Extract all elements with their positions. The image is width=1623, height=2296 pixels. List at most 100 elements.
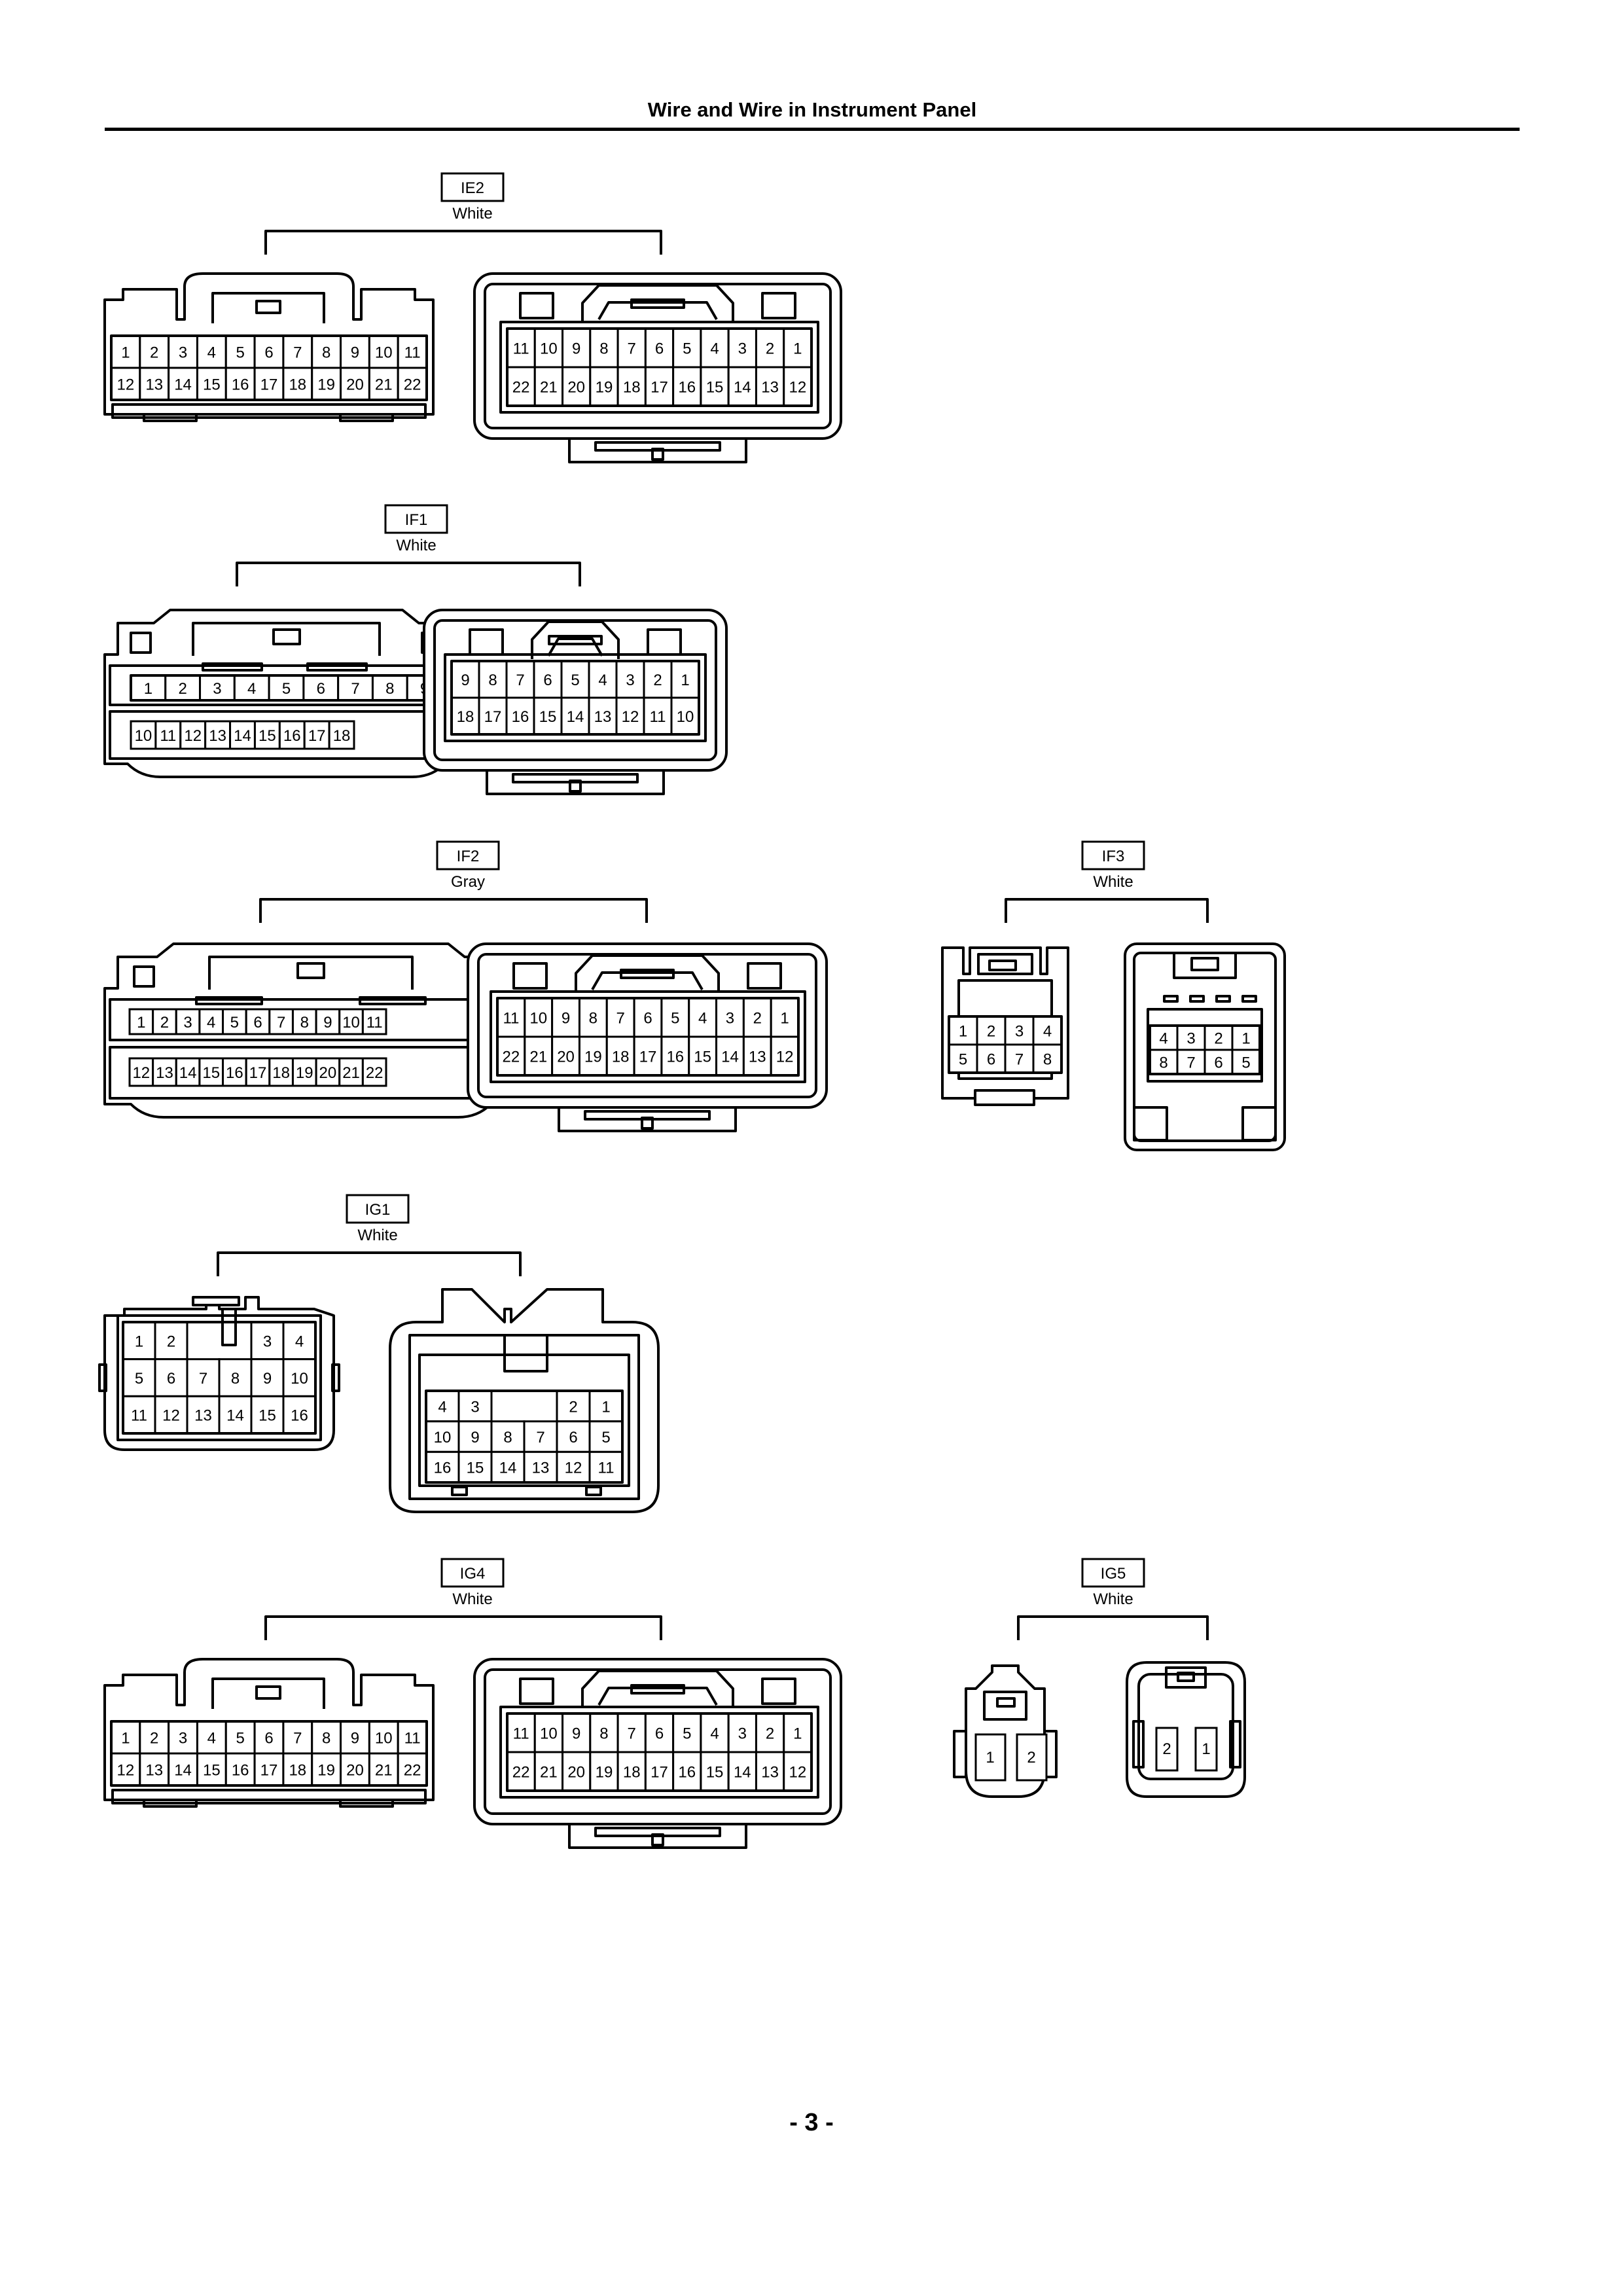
pin-label: 10 (540, 340, 558, 358)
latch-frame (208, 956, 414, 990)
pin-label: 2 (150, 344, 158, 362)
pin-label: 12 (184, 727, 202, 745)
pin-label: 20 (319, 1064, 337, 1082)
pin-cell (783, 327, 813, 368)
connector-code-box (346, 1194, 410, 1224)
pin-label: 8 (599, 1725, 608, 1743)
latch-frame (192, 622, 381, 656)
pin-label: 3 (1186, 1030, 1195, 1048)
pin-label: 4 (710, 340, 719, 358)
pin-label: 8 (503, 1429, 512, 1446)
pin-label: 11 (503, 1010, 519, 1028)
pin-label: 6 (987, 1051, 995, 1069)
pin-cell (128, 1008, 154, 1035)
pin-label: 8 (1043, 1051, 1052, 1069)
connector-code-box (1081, 840, 1145, 870)
pin-cell (250, 1358, 285, 1397)
connector-color: White (452, 1590, 492, 1608)
pin-label: 13 (156, 1064, 173, 1082)
pin-label: 8 (322, 344, 330, 362)
key-notch (503, 1335, 548, 1372)
pin-label: 1 (986, 1749, 994, 1767)
face (1147, 1008, 1263, 1083)
pin-label: 19 (596, 1764, 613, 1782)
connector-code-box (440, 172, 505, 202)
pin-label: 9 (351, 1730, 359, 1748)
pin-cell (770, 1035, 800, 1077)
connector-code: IG5 (1101, 1565, 1126, 1583)
pin-cell (478, 696, 508, 736)
connector-color: White (1093, 873, 1133, 891)
pin-label: 3 (179, 1730, 187, 1748)
rib (306, 662, 368, 672)
grid-surround (444, 653, 707, 742)
pin-cell (551, 997, 580, 1038)
pin-label: 15 (203, 376, 221, 394)
pin-label: 13 (532, 1460, 550, 1477)
pin-label: 5 (601, 1429, 610, 1446)
pin-cell (533, 1751, 564, 1792)
pin-label: 6 (264, 344, 273, 362)
connector-code: IF3 (1102, 848, 1125, 865)
pin-label: 8 (231, 1370, 240, 1388)
pin-label: 2 (1162, 1740, 1171, 1758)
pin-label: 2 (766, 340, 774, 358)
pin-cell (278, 720, 306, 750)
pin-cell (670, 696, 700, 736)
pin-label: 6 (264, 1730, 273, 1748)
side-rib (1132, 1720, 1145, 1768)
bottom-key (651, 448, 664, 461)
pin-label: 9 (323, 1014, 332, 1031)
pin-cell (361, 1008, 387, 1035)
corner-key (761, 292, 796, 319)
pin-label: 4 (207, 1730, 216, 1748)
pin-grid-frame (496, 997, 800, 1077)
pin-label: 1 (1202, 1740, 1210, 1758)
latch-ramp (591, 971, 704, 990)
pin-label: 15 (203, 1762, 221, 1780)
grid-surround (490, 990, 806, 1083)
pin-label: 5 (571, 672, 579, 689)
pin-label: 14 (174, 376, 192, 394)
pin-label: 15 (467, 1460, 484, 1477)
pin-cell (179, 720, 207, 750)
pin-label: 1 (135, 1333, 143, 1350)
pin-cell (199, 674, 236, 702)
latch-slot (1165, 1666, 1207, 1689)
pin-cell (974, 1733, 1007, 1782)
foot-key (1241, 1106, 1277, 1141)
pin-label: 10 (434, 1429, 452, 1446)
pin-label: 16 (283, 727, 301, 745)
pin-label: 11 (650, 708, 666, 726)
pin-label: 14 (734, 1764, 751, 1782)
pin-label: 21 (529, 1049, 547, 1066)
pin-label: 17 (249, 1064, 267, 1082)
pin-label: 11 (513, 1725, 529, 1743)
pin-label: 13 (209, 727, 226, 745)
bottom-key (641, 1117, 654, 1130)
latch-cap (983, 1691, 1027, 1721)
inner-frame (408, 1334, 640, 1500)
pin-cell (122, 1321, 156, 1361)
pin-label: 19 (296, 1064, 313, 1082)
pin-label: 7 (293, 1730, 302, 1748)
foot (143, 1799, 198, 1808)
connector-code-box (436, 840, 500, 870)
bottom-key (651, 1833, 664, 1846)
base-rail (111, 403, 427, 419)
pin-label: 9 (572, 1725, 580, 1743)
pin-cell (688, 1035, 718, 1077)
latch-slot (1173, 952, 1237, 979)
pin-label: 9 (471, 1429, 479, 1446)
clip (130, 632, 152, 654)
latch-cap (977, 953, 1033, 975)
pin-label: 11 (598, 1460, 615, 1477)
pin-label: 11 (160, 727, 176, 745)
